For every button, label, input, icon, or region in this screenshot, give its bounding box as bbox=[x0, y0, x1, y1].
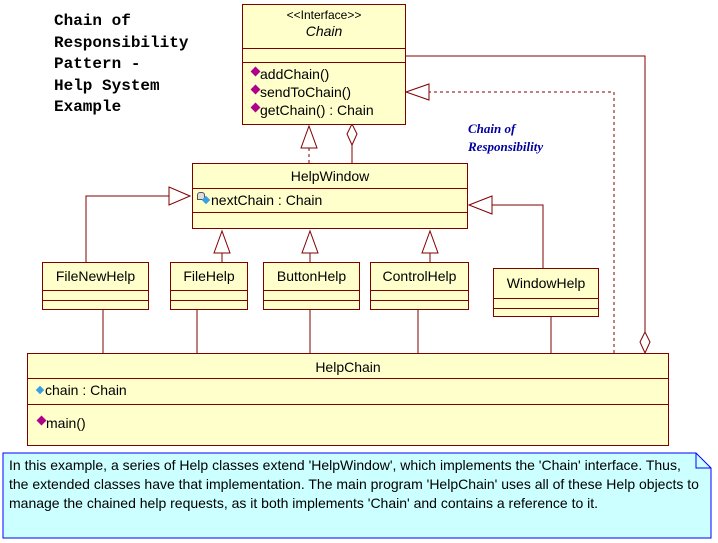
realization-arrowhead-left bbox=[404, 83, 430, 101]
generalization-filenewhelp bbox=[85, 195, 169, 262]
stereotype-label: <<Interface>> bbox=[286, 8, 362, 22]
operations-section bbox=[43, 300, 148, 301]
class-windowhelp[interactable]: WindowHelp bbox=[493, 268, 599, 317]
title-line: Example bbox=[54, 98, 122, 116]
class-buttonhelp[interactable]: ButtonHelp bbox=[263, 262, 360, 310]
class-controlhelp[interactable]: ControlHelp bbox=[370, 262, 469, 310]
operation-icon bbox=[250, 66, 261, 76]
class-name: FileHelp bbox=[183, 268, 235, 284]
class-helpwindow[interactable]: HelpWindow nextChain : Chain bbox=[192, 163, 468, 229]
attributes-section bbox=[243, 48, 405, 62]
class-name: HelpWindow bbox=[290, 168, 370, 184]
class-name: ControlHelp bbox=[382, 268, 457, 284]
note-text: In this example, a series of Help classe… bbox=[9, 457, 699, 511]
operation-label: getChain() : Chain bbox=[260, 102, 374, 118]
class-helpchain[interactable]: HelpChain chain : Chain main() bbox=[27, 353, 669, 446]
generalization-arrowhead bbox=[421, 229, 439, 254]
operation-icon bbox=[36, 415, 47, 425]
attributes-section: chain : Chain bbox=[28, 378, 668, 404]
realization-arrowhead bbox=[300, 124, 318, 149]
operations-section bbox=[171, 300, 247, 301]
generalization-arrowhead bbox=[213, 229, 231, 254]
title-line: Chain of bbox=[54, 12, 131, 30]
class-name: WindowHelp bbox=[506, 275, 586, 291]
operation-label: sendToChain() bbox=[260, 84, 352, 100]
attribute-label: chain : Chain bbox=[45, 382, 127, 398]
operations-section bbox=[371, 300, 468, 301]
operation-label: main() bbox=[46, 415, 86, 431]
aggregation-diamond bbox=[639, 330, 651, 355]
operation[interactable]: addChain() bbox=[250, 65, 405, 83]
relationship-label: Chain of Responsibility bbox=[468, 120, 543, 156]
attribute-icon bbox=[35, 385, 45, 395]
relationship-label-line: Chain of bbox=[468, 121, 516, 136]
attributes-section: nextChain : Chain bbox=[193, 188, 467, 212]
operations-section bbox=[494, 308, 598, 309]
operations-section: addChain() sendToChain() getChain() : Ch… bbox=[243, 62, 405, 119]
generalization-arrowhead bbox=[301, 229, 319, 254]
realization-helpchain-chain bbox=[429, 91, 615, 353]
title-line: Help System bbox=[54, 76, 160, 95]
operation-icon bbox=[250, 102, 261, 112]
operation-icon bbox=[250, 84, 261, 94]
operation[interactable]: main() bbox=[36, 415, 668, 431]
generalization-arrowhead-right bbox=[467, 195, 493, 215]
aggregation-diamond bbox=[346, 122, 358, 147]
class-name: ButtonHelp bbox=[276, 268, 347, 284]
attribute-icon bbox=[201, 195, 211, 205]
operation-label: addChain() bbox=[260, 66, 330, 82]
attribute[interactable]: chain : Chain bbox=[35, 382, 668, 398]
note-shape bbox=[2, 452, 712, 539]
generalization-arrowhead-left bbox=[168, 186, 192, 206]
generalization-windowhelp bbox=[492, 204, 544, 268]
operations-section bbox=[193, 212, 467, 228]
aggregation-helpchain-chain bbox=[406, 55, 646, 332]
attributes-section bbox=[171, 290, 247, 300]
attributes-section bbox=[494, 298, 598, 308]
operations-section: main() bbox=[28, 404, 668, 431]
attributes-section bbox=[264, 290, 359, 300]
operation[interactable]: getChain() : Chain bbox=[250, 101, 405, 119]
class-name: HelpChain bbox=[315, 359, 381, 375]
relationship-label-line: Responsibility bbox=[468, 139, 544, 154]
attribute[interactable]: nextChain : Chain bbox=[197, 192, 467, 208]
attribute-label: nextChain : Chain bbox=[211, 192, 323, 208]
class-name: Chain bbox=[305, 23, 343, 39]
attributes-section bbox=[43, 290, 148, 300]
class-filehelp[interactable]: FileHelp bbox=[170, 262, 248, 310]
class-chain-interface[interactable]: <<Interface>> Chain addChain() sendToCha… bbox=[242, 4, 406, 125]
class-filenewhelp[interactable]: FileNewHelp bbox=[42, 262, 149, 310]
attributes-section bbox=[371, 290, 468, 300]
title-line: Pattern - bbox=[54, 55, 141, 73]
operations-section bbox=[264, 300, 359, 301]
class-name: FileNewHelp bbox=[55, 268, 136, 284]
title-line: Responsibility bbox=[54, 33, 189, 52]
operation[interactable]: sendToChain() bbox=[250, 83, 405, 101]
